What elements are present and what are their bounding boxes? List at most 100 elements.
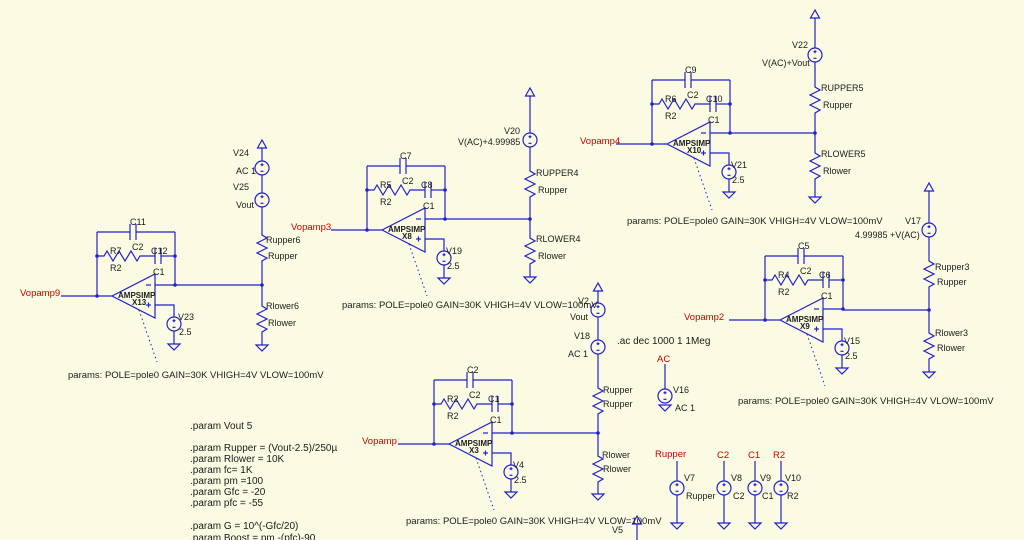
cap-value-label[interactable]: C2 [402, 176, 414, 186]
net-label-c2[interactable]: C2 [717, 450, 730, 461]
sim-params-annotation[interactable]: params: POLE=pole0 GAIN=30K VHIGH=4V VLO… [342, 300, 598, 311]
vsource-name-label[interactable]: V18 [574, 331, 591, 341]
resistor-name-label[interactable]: Rupper [603, 385, 633, 395]
cap-name-label[interactable]: C12 [151, 246, 168, 256]
resistor-value-label[interactable]: R2 [380, 197, 392, 207]
resistor-value-label[interactable]: R2 [665, 111, 677, 121]
opamp-designator[interactable]: X13 [132, 298, 147, 307]
param-directive-line[interactable]: .param pfc = -55 [190, 498, 264, 509]
cap-value-label[interactable]: C1 [423, 201, 435, 211]
resistor-name-label[interactable]: RUPPER4 [536, 168, 579, 178]
cap-value-label[interactable]: C1 [821, 291, 833, 301]
cap-name-label[interactable]: C1 [488, 394, 500, 404]
divider-column-1[interactable] [254, 139, 270, 352]
vsource-value-label[interactable]: V(AC)+Vout [762, 58, 810, 68]
resistor-value-label[interactable]: Rupper [538, 185, 568, 195]
vsource-value-label[interactable]: 2.5 [845, 351, 858, 361]
param-directive-line[interactable]: .param pm =100 [190, 476, 264, 487]
vsource-value-label[interactable]: C2 [733, 491, 745, 501]
cap-name-label[interactable]: C8 [421, 180, 433, 190]
cap-value-label[interactable]: C2 [687, 90, 699, 100]
net-label-c1[interactable]: C1 [748, 450, 761, 461]
vsource-name-label[interactable]: V2 [578, 296, 590, 306]
param-directive-line[interactable]: .param Rupper = (Vout-2.5)/250µ [190, 443, 338, 454]
tap-source-v9[interactable] [747, 461, 763, 530]
resistor-value-label[interactable]: Rupper [603, 399, 633, 409]
resistor-value-label[interactable]: Rupper [268, 251, 298, 261]
param-directive-line[interactable]: .param Boost = pm -(pfc)-90 [190, 533, 316, 540]
vsource-value-label[interactable]: AC 1 [236, 166, 257, 176]
resistor-name-label[interactable]: R5 [380, 180, 392, 190]
vsource-name-label[interactable]: V22 [792, 40, 809, 50]
cap-name-label[interactable]: C10 [706, 94, 723, 104]
vsource-value-label[interactable]: AC 1 [675, 403, 696, 413]
opamp-designator[interactable]: X10 [687, 146, 702, 155]
resistor-value-label[interactable]: R2 [778, 287, 790, 297]
param-directive-line[interactable]: .param G = 10^(-Gfc/20) [190, 521, 299, 532]
cap-value-label[interactable]: C1 [490, 415, 502, 425]
net-label-ac[interactable]: AC [657, 354, 671, 365]
resistor-value-label[interactable]: R2 [447, 411, 459, 421]
net-label-vopamp[interactable]: Vopamp [362, 436, 397, 447]
cap-name-label[interactable]: C6 [819, 270, 831, 280]
vsource-value-label[interactable]: R2 [787, 491, 799, 501]
resistor-value-label[interactable]: Rupper [937, 277, 967, 287]
tap-source-v10[interactable] [773, 461, 789, 530]
vsource-name-label[interactable]: V20 [504, 126, 521, 136]
net-label-rupper[interactable]: Rupper [655, 449, 687, 460]
divider-column-4[interactable] [921, 182, 937, 379]
cap-name-label[interactable]: C7 [400, 151, 412, 161]
vsource-name-label[interactable]: V10 [785, 473, 802, 483]
ac-source-v16[interactable] [657, 364, 673, 412]
resistor-value-label[interactable]: Rlower [538, 251, 567, 261]
divider-column-3[interactable] [807, 9, 823, 204]
sim-params-annotation[interactable]: params: POLE=pole0 GAIN=30K VHIGH=4V VLO… [738, 396, 994, 407]
net-label-vopamp3[interactable]: Vopamp3 [291, 222, 332, 233]
vsource-value-label[interactable]: 4.99985 +V(AC) [855, 230, 920, 240]
vsource-name-label[interactable]: V24 [233, 148, 250, 158]
resistor-name-label[interactable]: RUPPER5 [821, 83, 864, 93]
vsource-name-label[interactable]: V21 [731, 160, 748, 170]
spice-directive-ac[interactable]: .ac dec 1000 1 1Meg [617, 336, 711, 347]
net-label-vopamp2[interactable]: Vopamp2 [684, 312, 725, 323]
opamp-type-label[interactable]: AMPSIMP [388, 225, 426, 234]
cap-value-label[interactable]: C2 [132, 242, 144, 252]
opamp-type-label[interactable]: AMPSIMP [673, 139, 711, 148]
resistor-value-label[interactable]: Rlower [603, 464, 632, 474]
vsource-name-label[interactable]: V16 [673, 385, 690, 395]
resistor-name-label[interactable]: Rlower3 [935, 328, 969, 338]
cap-value-label[interactable]: C1 [153, 267, 165, 277]
vsource-name-label[interactable]: V17 [905, 216, 922, 226]
param-directive-line[interactable]: .param Gfc = -20 [190, 487, 266, 498]
resistor-name-label[interactable]: Rlower6 [266, 301, 300, 311]
sim-params-annotation[interactable]: params: POLE=pole0 GAIN=30K VHIGH=4V VLO… [68, 370, 324, 381]
divider-column-5[interactable] [590, 282, 606, 501]
resistor-value-label[interactable]: Rupper [823, 100, 853, 110]
resistor-name-label[interactable]: R7 [110, 246, 122, 256]
vsource-name-label[interactable]: V7 [684, 473, 696, 483]
vsource-value-label[interactable]: 2.5 [447, 261, 460, 271]
vsource-name-label[interactable]: V8 [731, 473, 743, 483]
resistor-value-label[interactable]: Rlower [268, 318, 297, 328]
resistor-name-label[interactable]: Rlower [602, 450, 631, 460]
vsource-name-label[interactable]: V25 [233, 182, 250, 192]
cap-name-label[interactable]: C9 [685, 65, 697, 75]
divider-column-2[interactable] [522, 87, 538, 284]
net-label-v5[interactable]: V5 [612, 525, 624, 535]
net-label-r2[interactable]: R2 [773, 450, 786, 461]
vsource-value-label[interactable]: Vout [570, 312, 589, 322]
resistor-name-label[interactable]: RLOWER5 [821, 149, 866, 159]
param-directive-line[interactable]: .param fc= 1K [190, 465, 253, 476]
vsource-value-label[interactable]: 2.5 [514, 475, 527, 485]
vsource-value-label[interactable]: Vout [236, 200, 255, 210]
cap-name-label[interactable]: C11 [130, 217, 146, 227]
param-directive-line[interactable]: .param Vout 5 [190, 421, 253, 432]
vsource-name-label[interactable]: V19 [446, 246, 463, 256]
sim-params-annotation[interactable]: params: POLE=pole0 GAIN=30K VHIGH=4V VLO… [406, 516, 662, 527]
cap-value-label[interactable]: C2 [800, 266, 812, 276]
cap-value-label[interactable]: C2 [469, 390, 481, 400]
opamp-designator[interactable]: X9 [800, 322, 810, 331]
vsource-value-label[interactable]: 2.5 [179, 327, 192, 337]
vsource-value-label[interactable]: Rupper [686, 491, 716, 501]
